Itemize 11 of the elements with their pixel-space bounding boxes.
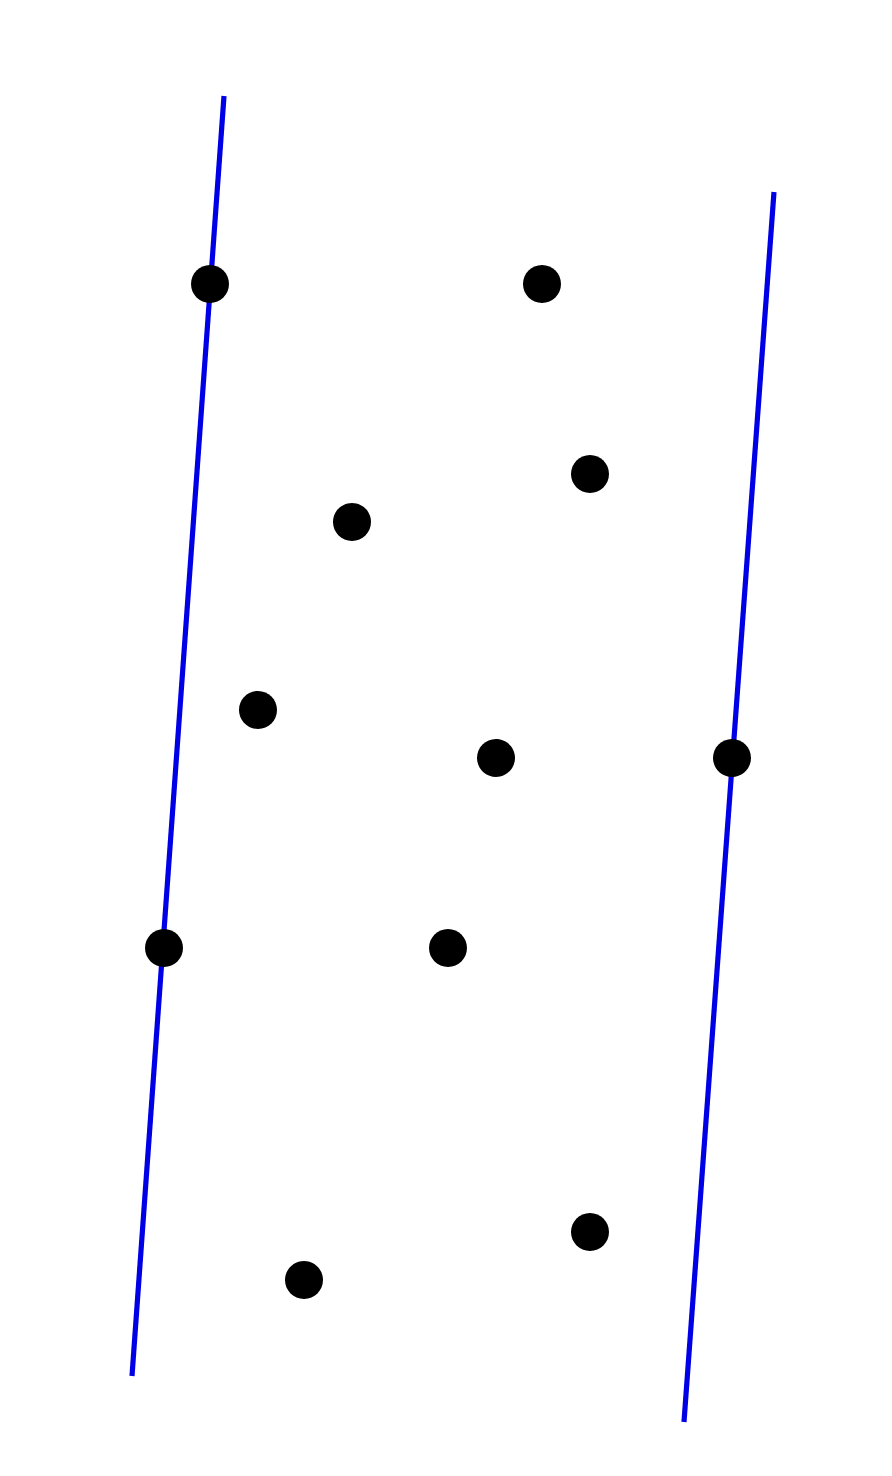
dot — [477, 739, 515, 777]
dot — [571, 455, 609, 493]
dot — [285, 1261, 323, 1299]
dot — [429, 929, 467, 967]
dot — [523, 265, 561, 303]
dot — [191, 265, 229, 303]
dot — [713, 739, 751, 777]
dot — [333, 503, 371, 541]
dot — [145, 929, 183, 967]
dot — [239, 691, 277, 729]
dot — [571, 1213, 609, 1251]
